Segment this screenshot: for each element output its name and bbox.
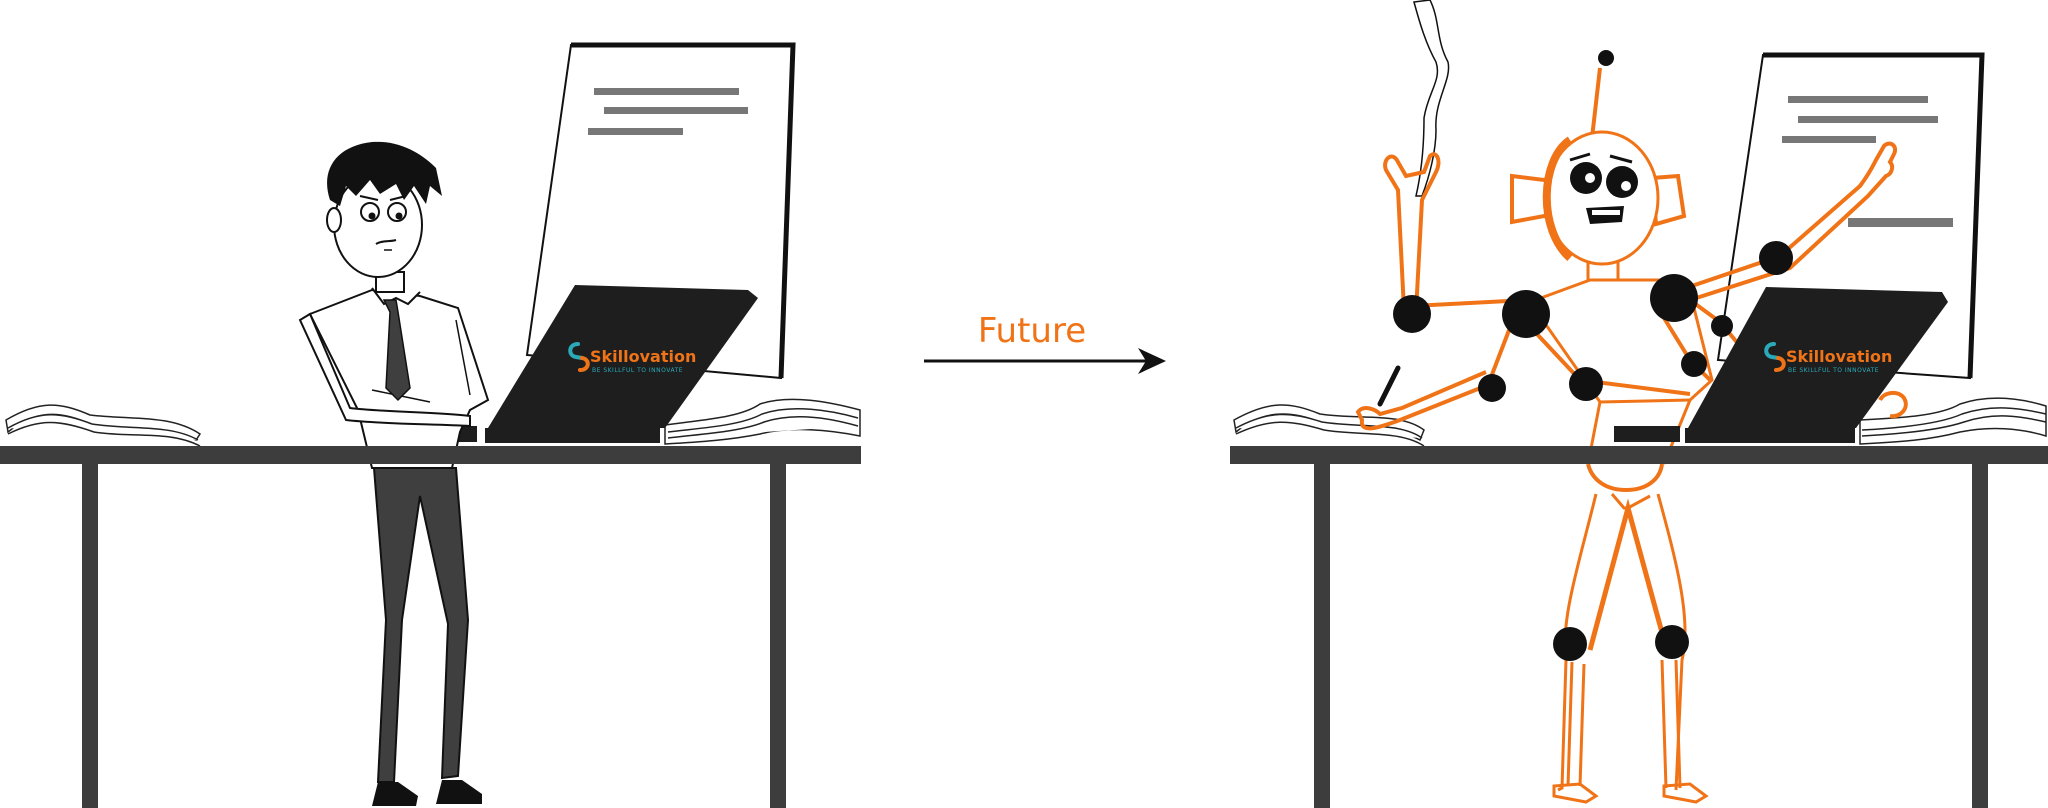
- robot-elbow-joint-right: [1759, 241, 1793, 275]
- robot-elbow-joint-small-1: [1711, 315, 1733, 337]
- robot-elbow-joint-left: [1478, 374, 1506, 402]
- man-figure: [298, 141, 490, 806]
- robot-hip-joint: [1569, 367, 1603, 401]
- arrow-right-icon: [924, 348, 1166, 374]
- brand-name-right: Skillovation: [1786, 347, 1892, 366]
- desk-right: [1230, 446, 2048, 808]
- man-left-shoe: [372, 782, 418, 806]
- man-tie: [382, 299, 411, 402]
- man-right-shoe: [436, 780, 482, 804]
- robot-elbow-joint-small-2: [1681, 351, 1707, 377]
- man-hair: [327, 141, 442, 206]
- arrow-label: Future: [978, 311, 1086, 351]
- human-scene: Skillovation BE SKILLFUL TO INNOVATE: [0, 42, 861, 808]
- laptop-right: [1614, 287, 1948, 443]
- robot-shoulder-joint-center: [1502, 290, 1550, 338]
- open-books-right-left-desk: [664, 398, 861, 445]
- robot-antenna-tip: [1598, 50, 1614, 66]
- robot-shoulder-joint-right: [1650, 274, 1698, 322]
- robot-scene: Skillovation BE SKILLFUL TO INNOVATE: [1230, 0, 2048, 808]
- robot-pen: [1377, 365, 1401, 407]
- man-left-arm: [298, 312, 471, 428]
- brand-logo-right: Skillovation BE SKILLFUL TO INNOVATE: [1764, 342, 1892, 374]
- robot-head: [1510, 50, 1687, 266]
- open-books-left-right-desk: [1233, 404, 1425, 447]
- future-transition-arrow: Future: [924, 311, 1166, 374]
- man-trousers: [372, 467, 470, 783]
- robot-knee-joint-left: [1553, 627, 1587, 661]
- skillovation-s-logo-icon: [1764, 342, 1786, 372]
- desk-left: [0, 446, 861, 808]
- skillovation-s-logo-icon: [568, 342, 590, 372]
- robot-knee-joint-right: [1655, 625, 1689, 659]
- held-paper: [1413, 0, 1450, 197]
- robot-shoulder-joint-left: [1393, 295, 1431, 333]
- brand-tagline-left: BE SKILLFUL TO INNOVATE: [592, 367, 683, 374]
- brand-logo-left: Skillovation BE SKILLFUL TO INNOVATE: [568, 342, 696, 374]
- open-books-left: [5, 404, 202, 447]
- open-books-right-right-desk: [1859, 397, 2047, 445]
- brand-tagline-right: BE SKILLFUL TO INNOVATE: [1788, 367, 1879, 374]
- brand-name-left: Skillovation: [590, 347, 696, 366]
